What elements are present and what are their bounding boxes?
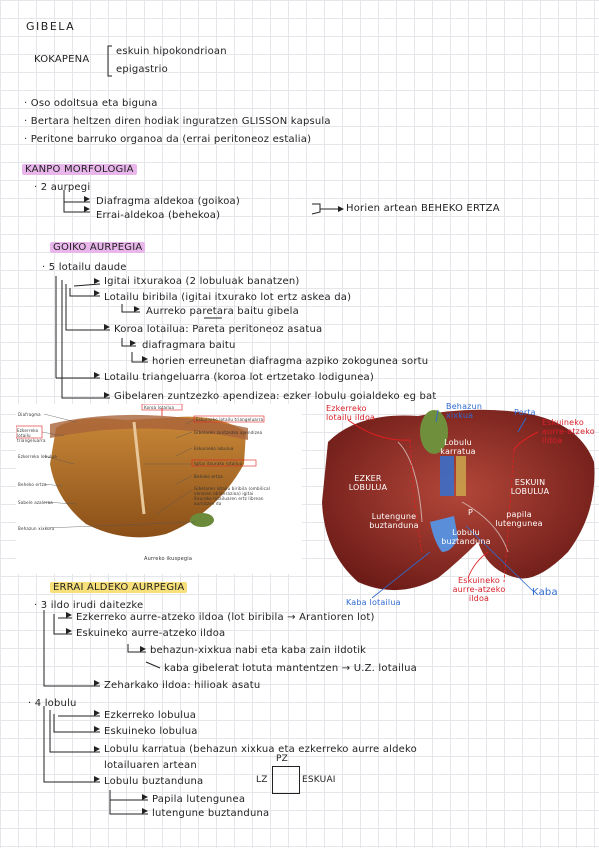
box-right-label: ESKUAI (302, 775, 336, 785)
fig1-right-label: Beheko ertza (194, 474, 223, 479)
section-heading-morfologia: KANPO MORFOLOGIA (22, 164, 137, 175)
lobulu-box-diagram (272, 766, 300, 794)
goiko-line: Gibelaren zuntzezko apendizea: ezker lob… (114, 391, 437, 402)
fig1-right-label: Gibelaren zuntzezko apendizea (194, 430, 263, 435)
goiko-line: Igitai itxurakoa (2 lobuluak banatzen) (104, 276, 300, 287)
fig2-white-label: Lutengune buztanduna (369, 512, 419, 530)
fig2-blue-label: Kaba lotailua (346, 598, 401, 607)
fig1-left-label: Diafragma (18, 412, 41, 417)
errai-line: behazun-xixkua nabi eta kaba zain ildoti… (150, 645, 367, 656)
fig2-white-label: EZKER LOBULUA (348, 474, 388, 492)
goiko-sub: · 5 lotailu daude (42, 262, 127, 273)
liver-anterior-illustration (15, 403, 265, 538)
goiko-line: horien erreunetan diafragma azpiko zokog… (152, 356, 429, 367)
goiko-line: Lotailu biribila (igitai itxurako lot er… (104, 292, 352, 303)
liver-anterior-figure: Diafragma Ezkerreko lotailu triangeluarr… (15, 403, 302, 574)
morf-item: Errai-aldekoa (behekoa) (96, 210, 221, 221)
morf-sub: · 2 aurpegi (34, 182, 91, 193)
box-left-label: LZ (256, 775, 268, 785)
errai-line: Eskuineko aurre-atzeko ildoa (76, 628, 226, 639)
lobulu-line: Lobulu buztanduna (104, 776, 204, 787)
bullet-text: · Oso odoltsua eta biguna (24, 98, 158, 109)
fig1-left-label: Ezkerreko lobulua (18, 454, 57, 459)
section-heading-goiko: GOIKO AURPEGIA (50, 242, 146, 253)
kokapena-item: epigastrio (116, 64, 168, 75)
lobulu-line: Ezkerreko lobulua (104, 710, 197, 721)
fig2-blue-label: Porta (514, 408, 536, 417)
fig1-left-label: Ezkerreko lotailu triangeluarra (17, 428, 46, 443)
kokapena-label: KOKAPENA (34, 54, 90, 65)
fig2-blue-label: Behazun xixkua (446, 402, 483, 420)
goiko-line: Aurreko paretara baitu gibela (146, 306, 299, 317)
fig2-white-label: P (468, 508, 474, 517)
fig2-white-label: papila lutengunea (495, 510, 543, 528)
fig2-red-label: Ezkerreko lotailu ildoa (326, 404, 376, 422)
page-title: GIBELA (26, 20, 76, 33)
fig1-left-label: Behazun xixkura (18, 526, 55, 531)
liver-visceral-figure: Ezkerreko lotailu ildoa Behazun xixkua P… (318, 402, 599, 608)
liver-visceral-illustration (322, 409, 595, 599)
fig2-blue-label: Kaba (532, 587, 558, 598)
goiko-line: Lotailu triangeluarra (koroa lot ertzeta… (104, 372, 374, 383)
kokapena-item: eskuin hipokondrioan (116, 46, 227, 57)
bullet-text: · Peritone barruko organoa da (errai per… (24, 134, 312, 145)
fig1-right-label: Koroa lotailua (144, 405, 175, 410)
fig1-right-label: Gibelaren lotailu biribila (ombilical ve… (194, 486, 271, 506)
fig2-red-label: Eskuineko aurre-atzeko ildoa (452, 576, 506, 603)
errai-line: Zeharkako ildoa: hilioak asatu (104, 680, 261, 691)
morf-item: Diafragma aldekoa (goikoa) (96, 196, 240, 207)
errai-line: Ezkerreko aurre-atzeko ildoa (lot biribi… (76, 612, 375, 623)
lobulu-line: lotailuaren artean (104, 760, 197, 771)
lobulu-line: Eskuineko lobulua (104, 726, 198, 737)
fig2-white-label: ESKUIN LOBULUA (510, 478, 550, 496)
errai-line: kaba gibelerat lotuta mantentzen → U.Z. … (164, 663, 417, 674)
morf-note: Horien artean BEHEKO ERTZA (346, 203, 500, 214)
lobulu-line: lutengune buztanduna (152, 808, 270, 819)
lobulu-line: Lobulu karratua (behazun xixkua eta ezke… (104, 744, 417, 755)
goiko-line: diafragmara baitu (142, 340, 236, 351)
fig2-red-label: Eskuineko aurre-atzeko ildoa (542, 418, 595, 445)
fig1-right-label: Eskuineko lobulua (194, 446, 234, 451)
fig1-left-label: Sabele azaleraa (18, 500, 53, 505)
goiko-line: Koroa lotailua: Pareta peritoneoz asatua (114, 324, 323, 335)
box-top-label: PZ (276, 754, 288, 764)
fig1-right-label: Igitai itxurako lotailua (194, 461, 243, 466)
bullet-text: · Bertara heltzen diren hodiak inguratze… (24, 116, 331, 127)
section-heading-errai: ERRAI ALDEKO AURPEGIA (50, 582, 188, 593)
fig1-caption: Aurreko ikuspegia (144, 556, 193, 562)
fig1-right-label: Eskuineko lotailu triangeluarra (196, 417, 264, 422)
errai-sub: · 3 ildo irudi daitezke (34, 600, 144, 611)
fig2-white-label: Lobulu buztanduna (441, 528, 491, 546)
fig2-white-label: Lobulu karratua (440, 438, 476, 456)
errai-sub: · 4 lobulu (28, 698, 77, 709)
fig1-left-label: Beheko ertza (18, 482, 47, 487)
lobulu-line: Papila lutengunea (152, 794, 246, 805)
